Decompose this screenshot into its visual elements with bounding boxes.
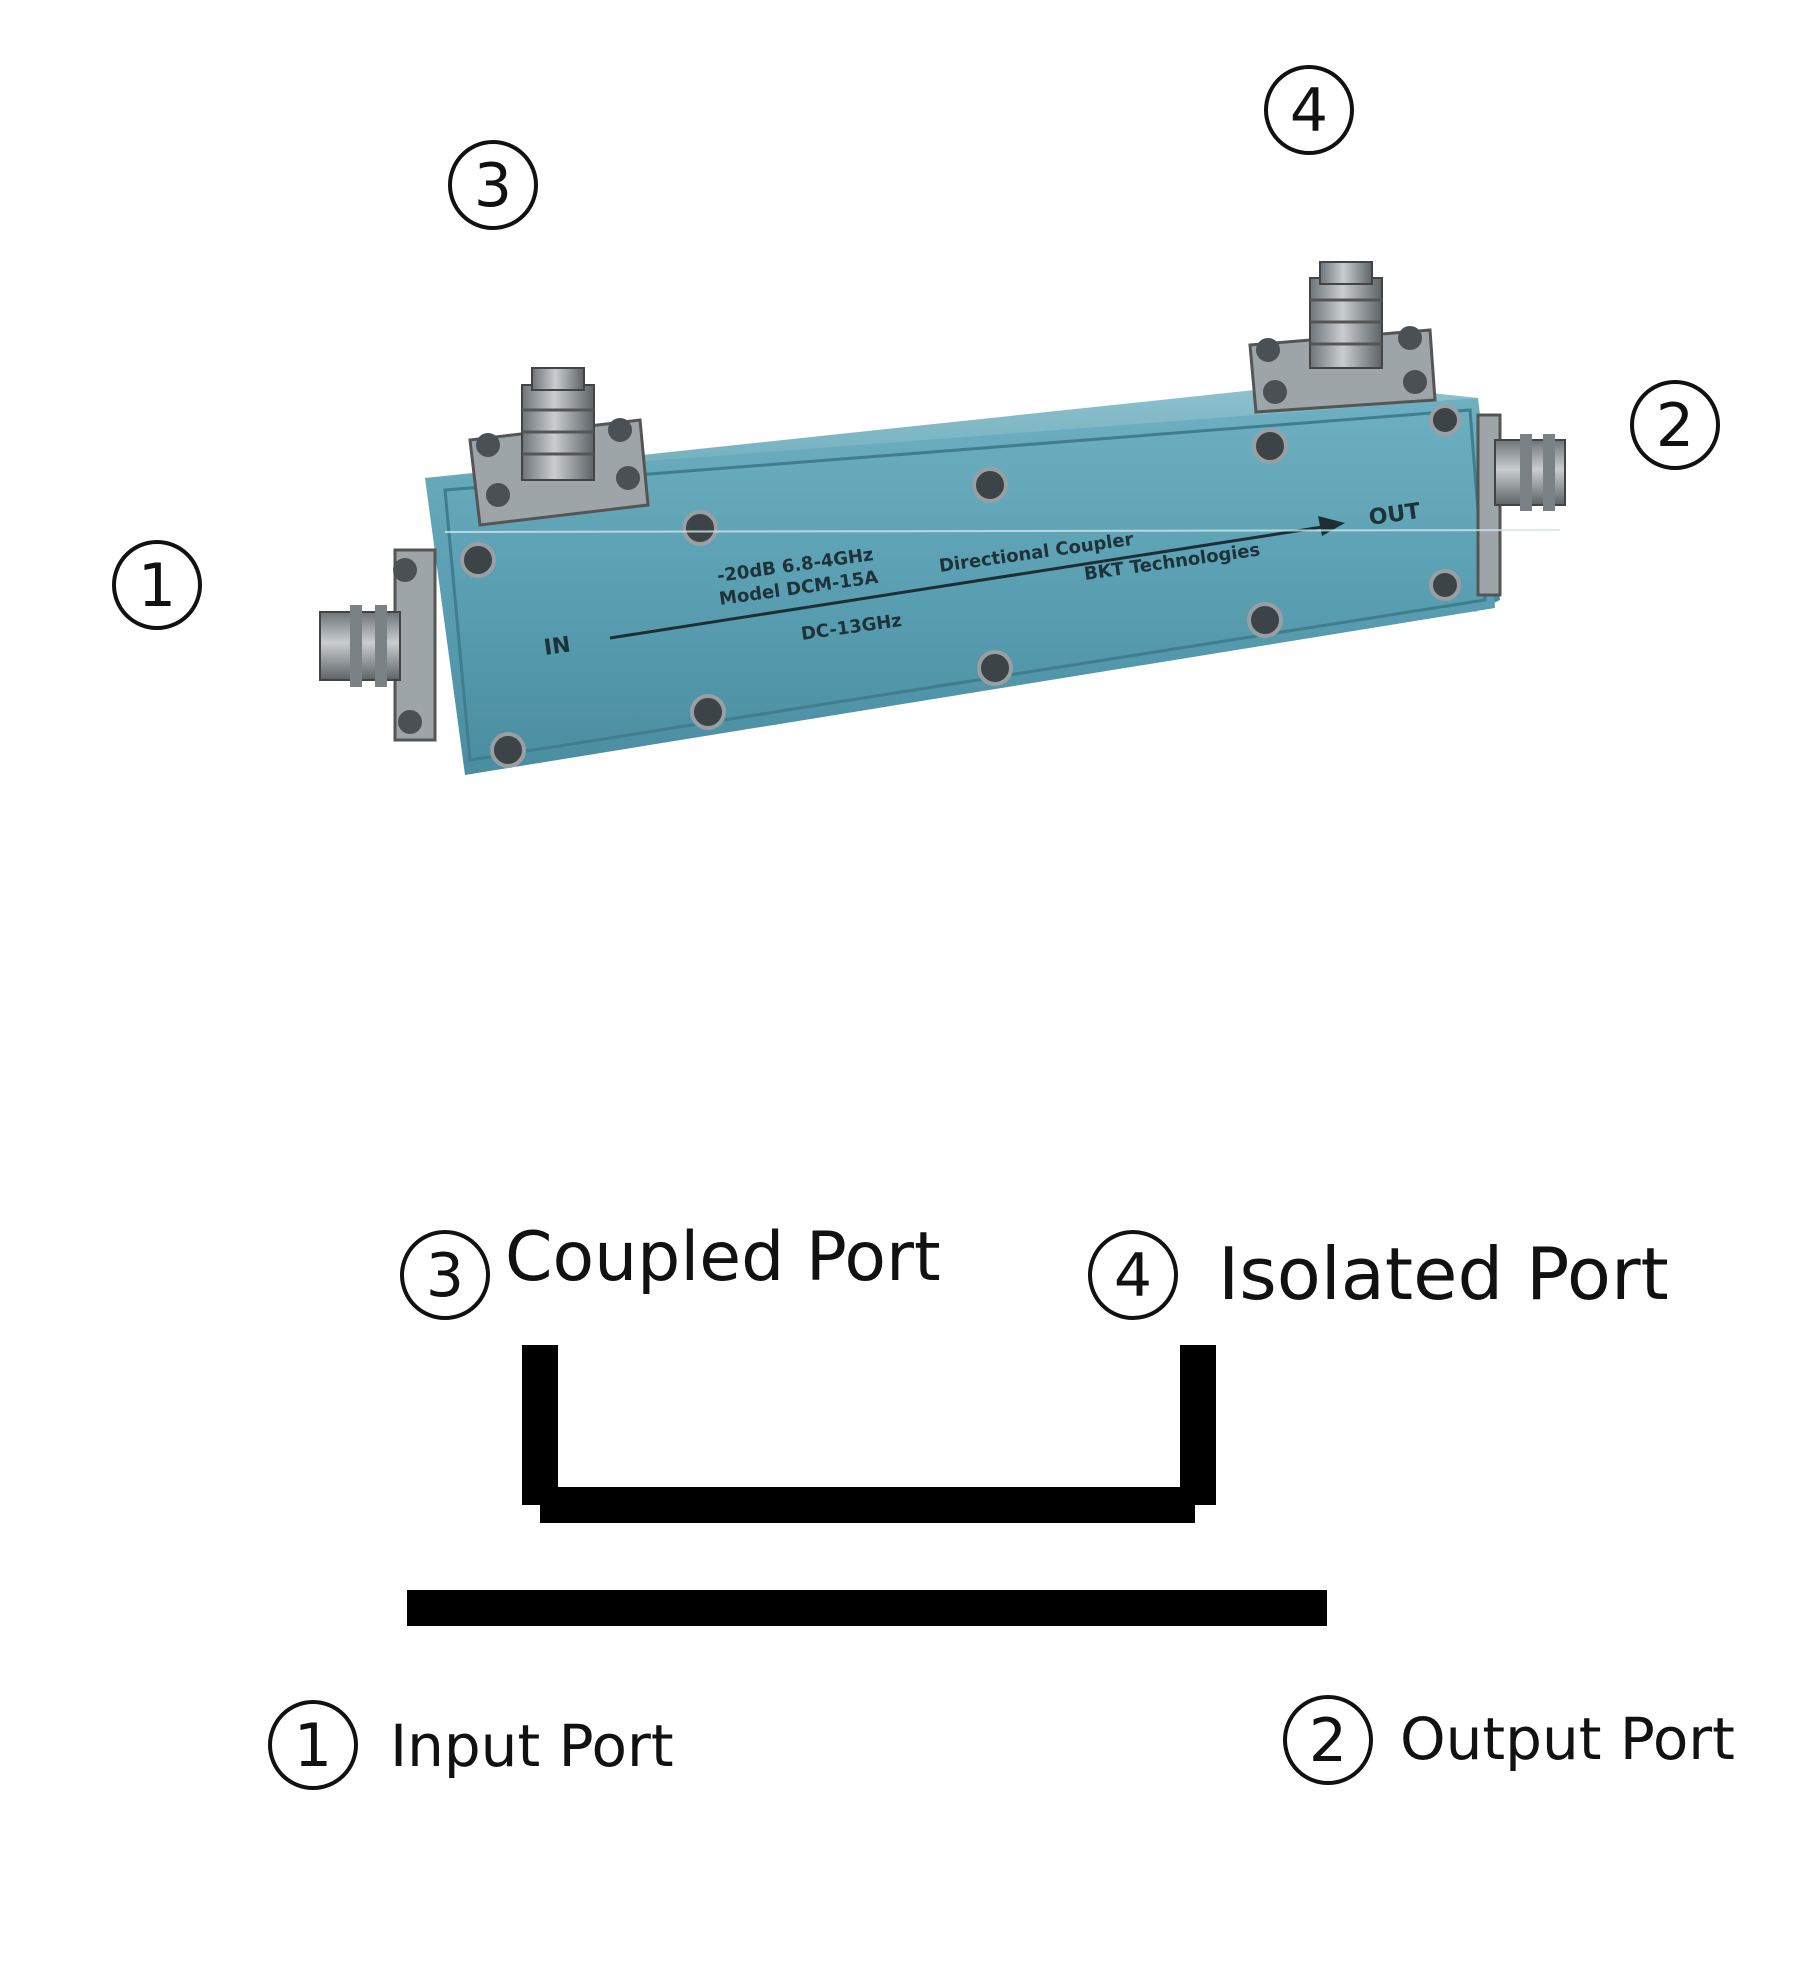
coupler-photo: IN OUT -20dB 6.8-4GHz Model DCM-15A DC-1…	[0, 0, 1793, 900]
coupled-line-right-leg	[1180, 1345, 1216, 1505]
input-port-label: Input Port	[390, 1712, 674, 1780]
coupled-line-left-leg	[522, 1345, 558, 1505]
photo-port-marker-3: 3	[448, 140, 538, 230]
photo-port-marker-2: 2	[1630, 380, 1720, 470]
photo-port-marker-1: 1	[112, 540, 202, 630]
coupled-line-bottom	[540, 1487, 1195, 1523]
connector-port-4	[1250, 262, 1435, 412]
photo-port-marker-4: 4	[1264, 65, 1354, 155]
connector-port-2	[1478, 415, 1565, 595]
schematic-marker-1: 1	[268, 1700, 358, 1790]
schematic-marker-2: 2	[1283, 1695, 1373, 1785]
body-text-in: IN	[542, 632, 572, 660]
schematic-marker-4: 4	[1088, 1230, 1178, 1320]
coupled-port-label: Coupled Port	[505, 1218, 941, 1297]
schematic-marker-3: 3	[400, 1230, 490, 1320]
output-port-label: Output Port	[1400, 1705, 1735, 1773]
isolated-port-label: Isolated Port	[1218, 1232, 1669, 1316]
main-through-line	[407, 1590, 1327, 1626]
connector-port-3	[470, 368, 648, 525]
connector-port-1	[320, 550, 435, 740]
